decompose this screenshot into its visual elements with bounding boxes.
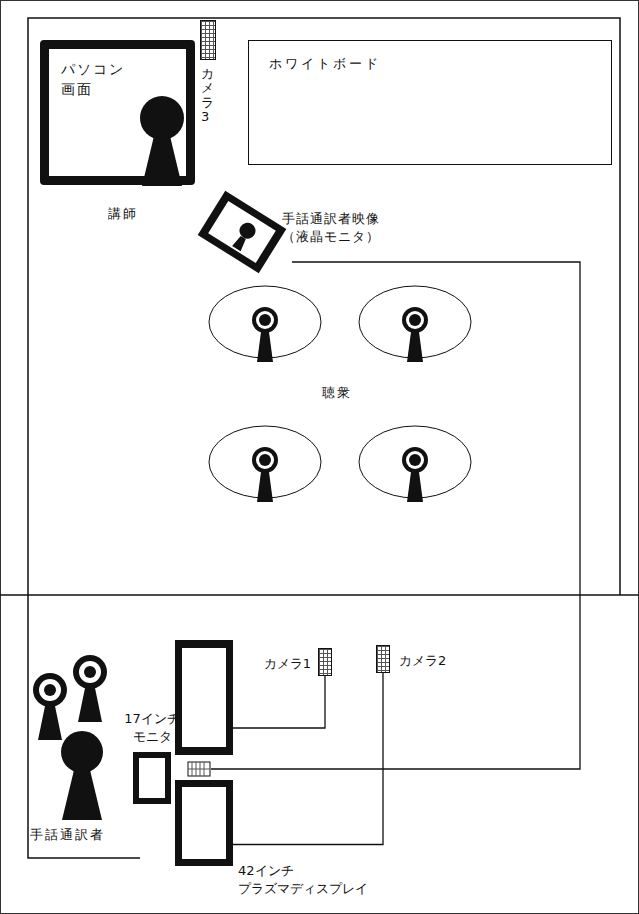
video-cable	[233, 673, 383, 845]
node-label: ホワイトボード	[269, 55, 591, 73]
node-label: 手話通訳者映像 （液晶モニタ）	[282, 210, 414, 246]
node-label: 42インチ プラズマディスプレイ	[238, 862, 378, 898]
room-divider	[0, 594, 639, 596]
interpreter-label: 手話通訳者	[30, 826, 105, 844]
lecturer-figure	[140, 96, 184, 186]
node-label: カメラ3	[201, 67, 214, 124]
viewer-figures	[33, 655, 107, 740]
plasma-display: 42インチ プラズマディスプレイ	[175, 780, 233, 866]
interpreter-figure	[61, 731, 103, 820]
lecturer-label: 講師	[108, 205, 138, 223]
camera-symbol: カメラ2	[376, 645, 390, 673]
monitor-label-box: 手話通訳者映像 （液晶モニタ）	[282, 210, 414, 250]
video-device	[188, 762, 210, 776]
audience-label: 聴衆	[322, 384, 352, 402]
camera-symbol: カメラ3	[200, 20, 216, 60]
display-monitor	[175, 640, 233, 755]
node-label: カメラ1	[264, 655, 311, 673]
lcd-monitor	[198, 191, 287, 273]
whiteboard-box: ホワイトボード	[248, 40, 612, 165]
camera-symbol: カメラ1	[318, 648, 332, 676]
interpreter-room-wall	[28, 595, 140, 858]
lcd-cable	[211, 262, 580, 769]
monitor-17inch: 17インチ モニタ	[133, 752, 171, 804]
node-label: 17インチ モニタ	[115, 710, 189, 746]
audience	[209, 286, 471, 502]
node-label: パソコン 画面	[61, 59, 133, 99]
camera1-cable	[233, 676, 325, 728]
screen-box: パソコン 画面	[40, 40, 195, 185]
lecture-room-wall	[28, 18, 620, 595]
node-label: カメラ2	[399, 652, 446, 670]
